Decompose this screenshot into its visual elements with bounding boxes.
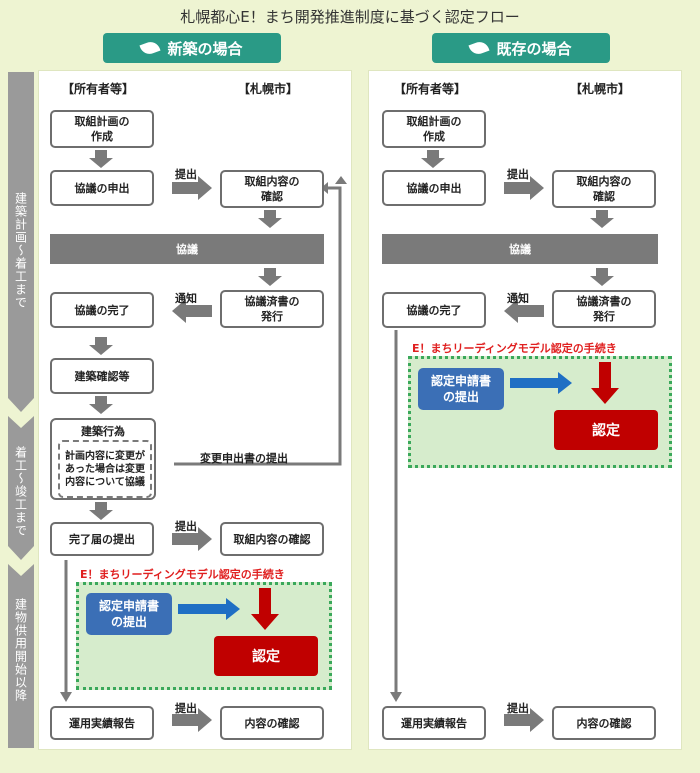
- phase-operation-label: 建物供用開始以降: [13, 598, 28, 702]
- arrow-submit-2: [172, 527, 212, 551]
- red-down-arrow-icon: [591, 362, 619, 404]
- construction-title: 建築行為: [81, 425, 125, 438]
- phase-arrow-construction: [8, 416, 34, 560]
- change-submit-label: 変更申出書の提出: [200, 452, 288, 465]
- procedure-label: E！まちリーディングモデル認定の手続き: [412, 342, 617, 355]
- content-check-box: 取組内容の 確認: [552, 170, 656, 208]
- content-confirm-box: 内容の確認: [552, 706, 656, 740]
- red-down-arrow-icon: [251, 588, 279, 630]
- content-check-2-box: 取組内容の確認: [220, 522, 324, 556]
- consult-request-box: 協議の申出: [382, 170, 486, 206]
- blue-arrow-icon: [510, 372, 572, 394]
- procedure-label: E！まちリーディングモデル認定の手続き: [80, 568, 285, 581]
- down-arrows-new: [89, 150, 282, 520]
- city-header: 【札幌市】: [570, 82, 631, 96]
- page-title: 札幌都心E！まち開発推進制度に基づく認定フロー: [180, 8, 520, 26]
- completion-submit-box: 完了届の提出: [50, 522, 154, 556]
- phase-arrow-operation: [8, 564, 34, 748]
- change-line: [174, 186, 342, 466]
- issue-doc-box: 協議済書の 発行: [552, 290, 656, 328]
- submit-label-3: 提出: [175, 702, 197, 715]
- owner-header: 【所有者等】: [62, 82, 135, 96]
- content-check-box: 取組内容の 確認: [220, 170, 324, 208]
- city-header: 【札幌市】: [238, 82, 299, 96]
- plan-creation-box: 取組計画の 作成: [50, 110, 154, 148]
- notify-label: 通知: [507, 292, 529, 305]
- phase-arrow-planning: [8, 72, 34, 412]
- operation-report-box: 運用実績報告: [50, 706, 154, 740]
- existing-header: 既存の場合: [432, 33, 610, 63]
- consult-request-box: 協議の申出: [50, 170, 154, 206]
- blue-arrow-icon: [178, 598, 240, 620]
- content-confirm-box: 内容の確認: [220, 706, 324, 740]
- construction-note: 計画内容に変更が あった場合は変更 内容について協議: [58, 440, 152, 498]
- arrow-notify: [172, 299, 212, 323]
- owner-header: 【所有者等】: [394, 82, 467, 96]
- plan-creation-box: 取組計画の 作成: [382, 110, 486, 148]
- submit-label-1: 提出: [175, 168, 197, 181]
- submit-label-1: 提出: [507, 168, 529, 181]
- approval-box: 認定: [214, 636, 318, 676]
- submit-label-3: 提出: [507, 702, 529, 715]
- notify-label: 通知: [175, 292, 197, 305]
- arrow-notify-existing: [504, 299, 544, 323]
- application-submit-box: 認定申請書 の提出: [418, 368, 504, 410]
- arrow-submit-3: [172, 708, 212, 732]
- consultation-band: 協議: [382, 234, 658, 264]
- operation-report-box: 運用実績報告: [382, 706, 486, 740]
- consultation-band: 協議: [50, 234, 324, 264]
- consult-done-box: 協議の完了: [382, 292, 486, 328]
- construction-box: 建築行為 計画内容に変更が あった場合は変更 内容について協議: [50, 418, 156, 500]
- arrow-submit-existing-1: [504, 176, 544, 200]
- consult-done-box: 協議の完了: [50, 292, 154, 328]
- application-submit-box: 認定申請書 の提出: [86, 593, 172, 635]
- submit-label-2: 提出: [175, 520, 197, 533]
- arrow-submit-existing-3: [504, 708, 544, 732]
- build-confirm-box: 建築確認等: [50, 358, 154, 394]
- approval-box: 認定: [554, 410, 658, 450]
- arrow-submit-1: [172, 176, 212, 200]
- new-build-header: 新築の場合: [103, 33, 281, 63]
- issue-doc-box: 協議済書の 発行: [220, 290, 324, 328]
- phase-planning-label: 建築計画～着工まで: [13, 191, 28, 309]
- down-arrows-existing: [421, 150, 614, 286]
- new-build-header-label: 新築の場合: [167, 39, 243, 58]
- existing-header-label: 既存の場合: [496, 39, 572, 58]
- phase-construction-label: 着工～竣工まで: [13, 445, 28, 537]
